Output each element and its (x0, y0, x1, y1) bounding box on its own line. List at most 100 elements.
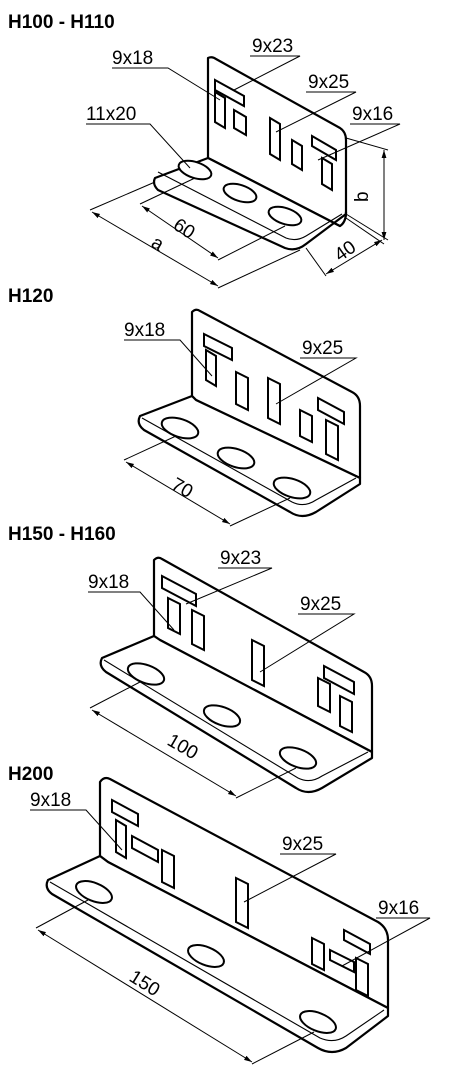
section-title: H120 (8, 286, 53, 307)
ext-line (89, 181, 156, 211)
leader-9x25 (243, 853, 337, 903)
hole-1 (177, 159, 213, 181)
dim-a-label: a (148, 232, 168, 256)
bottom-flange (152, 156, 348, 251)
slot-9x16-c (321, 156, 333, 192)
slot-d (311, 936, 325, 972)
dim-100 (91, 709, 237, 797)
section-h100-h110: H100 - H110 9x18 9x23 9x25 9x16 11x20 (8, 12, 401, 289)
label-9x23: 9x23 (220, 548, 261, 569)
slot-c (317, 396, 345, 426)
dim-70 (125, 461, 231, 525)
section-title: H200 (8, 764, 53, 785)
section-title: H100 - H110 (8, 12, 115, 33)
slot-9x23 (161, 574, 197, 608)
hole-3 (299, 1010, 337, 1034)
slot-e (343, 928, 371, 956)
bend-line (103, 659, 369, 782)
dim-a (91, 211, 219, 287)
label-9x25: 9x25 (302, 338, 343, 359)
slot-d (339, 694, 353, 734)
dim-150-label: 150 (125, 966, 163, 1001)
hole-3 (272, 476, 312, 500)
ext-line (89, 681, 141, 709)
slot-9x18-b (233, 108, 247, 137)
ext-line (345, 137, 389, 151)
slot-c (161, 848, 175, 890)
label-9x18: 9x18 (30, 790, 71, 811)
hole-1 (126, 662, 166, 686)
hole-3 (267, 205, 303, 227)
bend-line (157, 171, 343, 241)
slot-9x18 (167, 596, 181, 636)
leader-9x16 (341, 917, 431, 967)
label-11x20: 11x20 (86, 104, 136, 125)
slot-9x25 (235, 876, 249, 930)
leader-9x18 (124, 339, 213, 377)
label-9x25: 9x25 (308, 72, 349, 93)
slot-9x18-top (203, 332, 233, 362)
slot-c (323, 664, 355, 696)
label-9x25: 9x25 (282, 834, 323, 855)
hole-2 (222, 182, 258, 204)
slot-9x16 (329, 948, 355, 974)
dim-100-label: 100 (164, 730, 202, 764)
ext-line (35, 899, 89, 929)
label-9x23: 9x23 (252, 36, 293, 57)
dim-b-label: b (352, 191, 373, 202)
leader-9x25 (275, 357, 358, 405)
leader-9x25 (275, 91, 357, 133)
slot-9x16-b (311, 134, 337, 162)
slot-9x18 (115, 818, 127, 860)
label-9x18: 9x18 (88, 572, 129, 593)
leader-9x25 (259, 613, 356, 673)
slot-f (355, 956, 369, 998)
slot-9x18 (205, 348, 217, 388)
slot-d (325, 418, 339, 462)
hole-3 (278, 746, 318, 770)
label-9x18: 9x18 (124, 320, 165, 341)
label-9x16: 9x16 (378, 898, 419, 919)
slot-9x23 (214, 78, 245, 108)
ext-line (345, 213, 389, 241)
leader-11x20 (86, 123, 191, 169)
ext-line (345, 217, 385, 245)
slot-b (317, 676, 331, 714)
ext-line (235, 767, 297, 799)
slot-b (131, 834, 159, 864)
slot-9x18-b (191, 608, 205, 652)
leader-9x23 (185, 567, 273, 605)
ext-line (251, 1031, 315, 1065)
slot-9x25 (269, 116, 281, 162)
section-h200: H200 9x18 9x25 9x16 150 (8, 764, 431, 1065)
label-9x18: 9x18 (112, 48, 153, 69)
leader-9x16 (317, 123, 401, 161)
ext-line (123, 435, 177, 461)
slot-top (111, 798, 139, 828)
ext-line (139, 177, 196, 205)
dim-40-label: 40 (331, 237, 360, 266)
ext-line (217, 249, 301, 289)
ext-line (229, 497, 291, 527)
hole-1 (75, 880, 113, 904)
slot-9x18-b (235, 370, 249, 412)
slot-b (299, 408, 313, 444)
label-9x16: 9x16 (352, 104, 393, 125)
leader-9x18 (30, 809, 123, 851)
leader-9x18 (112, 67, 221, 101)
ext-line (305, 247, 327, 277)
slot-9x18 (214, 90, 226, 130)
section-h150-h160: H150 - H160 9x18 9x23 9x25 100 (8, 524, 374, 799)
dim-70-label: 70 (168, 474, 197, 503)
slot-9x25 (251, 638, 265, 688)
hole-1 (160, 416, 200, 440)
leader-9x18 (88, 591, 175, 631)
bend-line (141, 417, 357, 506)
slot-9x16-a (291, 138, 303, 172)
leader-9x23 (233, 55, 301, 91)
bend-line (49, 881, 385, 1042)
label-9x25: 9x25 (300, 594, 341, 615)
section-title: H150 - H160 (8, 524, 116, 545)
